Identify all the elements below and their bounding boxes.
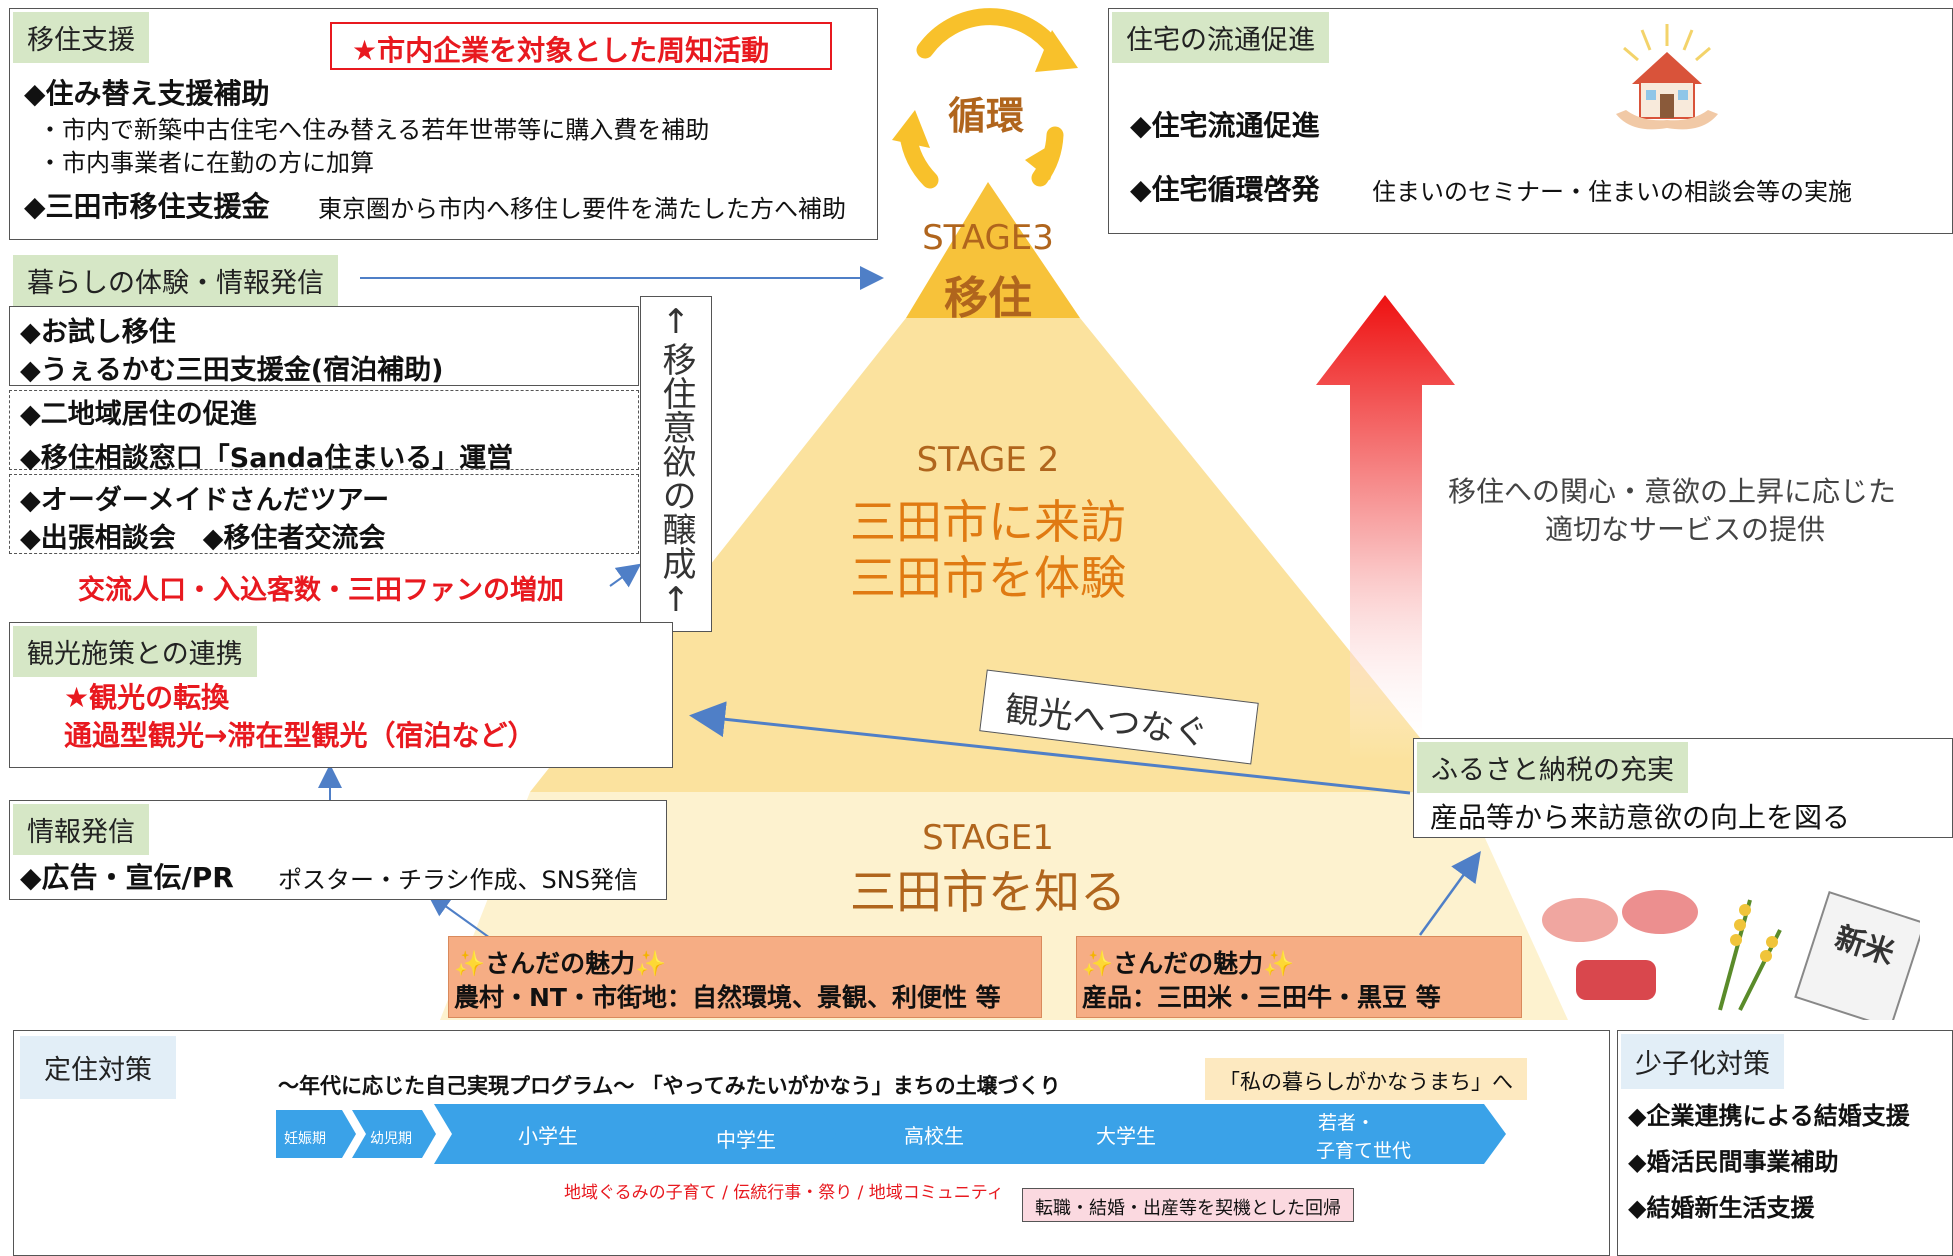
furusato-text: 産品等から来訪意欲の向上を図る bbox=[1430, 801, 1851, 834]
stage2-title-1: 三田市に来訪 bbox=[850, 495, 1126, 549]
rise-text-1: 移住への関心・意欲の上昇に応じた bbox=[1448, 475, 1897, 508]
tourism-line-1: ★観光の転換 bbox=[64, 681, 230, 714]
housing-tag: 住宅の流通促進 bbox=[1112, 12, 1329, 63]
info-line-1b: ポスター・チラシ作成、SNS発信 bbox=[278, 866, 638, 894]
settlement-program: ～年代に応じた自己実現プログラム～ 「やってみたいがかなう」まちの土壌づくり bbox=[278, 1074, 1061, 1098]
living-experience-tag: 暮らしの体験・情報発信 bbox=[13, 255, 338, 306]
life-stage-chevrons bbox=[276, 1104, 1506, 1164]
miryoku-right-box bbox=[1076, 936, 1522, 1018]
motivation-vertical-box bbox=[640, 296, 712, 632]
stage1-label: STAGE1 bbox=[922, 818, 1054, 858]
housing-line-1: ◆住宅流通促進 bbox=[1130, 109, 1320, 142]
miryoku-left-text: 農村・NT・市街地：自然環境、景観、利便性 等 bbox=[454, 983, 1001, 1012]
info-line-1a: ◆広告・宣伝/PR bbox=[20, 861, 234, 894]
stage1-title: 三田市を知る bbox=[850, 865, 1126, 919]
settlement-bottom-text: 地域ぐるみの子育て / 伝統行事・祭り / 地域コミュニティ bbox=[564, 1183, 1004, 1203]
ijuu-line-2: ・市内で新築中古住宅へ住み替える若年世帯等に購入費を補助 bbox=[38, 116, 710, 144]
living-box-2 bbox=[9, 390, 639, 470]
living-box-1 bbox=[9, 306, 639, 386]
ijuu-line-3: ・市内事業者に在勤の方に加算 bbox=[38, 149, 374, 177]
tourism-tag: 観光施策との連携 bbox=[13, 626, 257, 677]
motivation-vertical-text: ↑移住意欲の醸成↑ bbox=[656, 302, 696, 620]
stage2-title-2: 三田市を体験 bbox=[850, 551, 1126, 605]
living-box1-line2: ◆うぇるかむ三田支援金(宿泊補助) bbox=[20, 355, 444, 386]
settlement-tag: 定住対策 bbox=[20, 1036, 176, 1099]
rise-text-2: 適切なサービスの提供 bbox=[1545, 513, 1826, 546]
housing-line-2b: 住まいのセミナー・住まいの相談会等の実施 bbox=[1372, 178, 1852, 206]
ijuu-line-1: ◆住み替え支援補助 bbox=[24, 77, 270, 110]
birthrate-line-2: ◆婚活民間事業補助 bbox=[1628, 1148, 1839, 1176]
chevron-label-3: 中学生 bbox=[716, 1128, 776, 1152]
info-tag: 情報発信 bbox=[13, 804, 149, 855]
tourism-line-2: 通過型観光→滞在型観光（宿泊など） bbox=[64, 719, 536, 752]
cycle-label: 循環 bbox=[948, 94, 1025, 138]
birthrate-tag: 少子化対策 bbox=[1621, 1034, 1784, 1089]
rise-arrow bbox=[1316, 295, 1455, 760]
settlement-goal: 「私の暮らしがかなうまち」へ bbox=[1205, 1058, 1527, 1100]
ijuu-support-panel bbox=[9, 8, 878, 240]
miryoku-right-title: ✨さんだの魅力✨ bbox=[1082, 949, 1295, 978]
miryoku-right-text: 産品：三田米・三田牛・黒豆 等 bbox=[1082, 983, 1441, 1012]
chevron-label-1: 幼児期 bbox=[370, 1131, 412, 1147]
living-box-3 bbox=[9, 474, 639, 554]
stage2-label: STAGE 2 bbox=[916, 440, 1060, 480]
ijuu-support-tag: 移住支援 bbox=[13, 12, 149, 63]
miryoku-left-title: ✨さんだの魅力✨ bbox=[454, 949, 667, 978]
living-box3-line1: ◆オーダーメイドさんだツアー bbox=[20, 485, 390, 516]
settlement-return: 転職・結婚・出産等を契機とした回帰 bbox=[1022, 1188, 1354, 1222]
chevron-label-0: 妊娠期 bbox=[284, 1131, 326, 1147]
meat-rice-icon: 新米 bbox=[1542, 890, 1926, 1030]
ijuu-line-4a: ◆三田市移住支援金 bbox=[24, 190, 270, 223]
house-hands-icon bbox=[1612, 22, 1722, 138]
pyramid-tier-stage3 bbox=[906, 182, 1080, 318]
stage3-title: 移住 bbox=[944, 273, 1032, 324]
living-box2-line2: ◆移住相談窓口「Sanda住まいる」運営 bbox=[20, 443, 514, 474]
chevron-label-4: 高校生 bbox=[904, 1124, 964, 1148]
chevron-label-7: 子育て世代 bbox=[1316, 1140, 1412, 1162]
ijuu-line-4b: 東京圏から市内へ移住し要件を満たした方へ補助 bbox=[318, 195, 846, 223]
living-box3-line2: ◆出張相談会 ◆移住者交流会 bbox=[20, 523, 386, 554]
living-result: 交流人口・入込客数・三田ファンの増加 bbox=[78, 575, 564, 606]
birthrate-line-3: ◆結婚新生活支援 bbox=[1628, 1194, 1815, 1222]
products-illustration: 新米 bbox=[1540, 880, 1926, 1030]
chevron-label-2: 小学生 bbox=[518, 1124, 578, 1148]
pyramid-tier-stage2 bbox=[530, 318, 1464, 792]
ijuu-notice: ★市内企業を対象とした周知活動 bbox=[330, 22, 832, 70]
miryoku-left-box bbox=[448, 936, 1042, 1018]
living-box1-line1: ◆お試し移住 bbox=[20, 317, 176, 348]
furusato-tag: ふるさと納税の充実 bbox=[1417, 742, 1688, 793]
birthrate-line-1: ◆企業連携による結婚支援 bbox=[1628, 1102, 1910, 1130]
housing-line-2a: ◆住宅循環啓発 bbox=[1130, 173, 1320, 206]
stage3-label: STAGE3 bbox=[922, 218, 1054, 258]
living-box2-line1: ◆二地域居住の促進 bbox=[20, 399, 257, 430]
chevron-label-6: 若者・ bbox=[1318, 1112, 1376, 1134]
chevron-label-5: 大学生 bbox=[1096, 1124, 1156, 1148]
